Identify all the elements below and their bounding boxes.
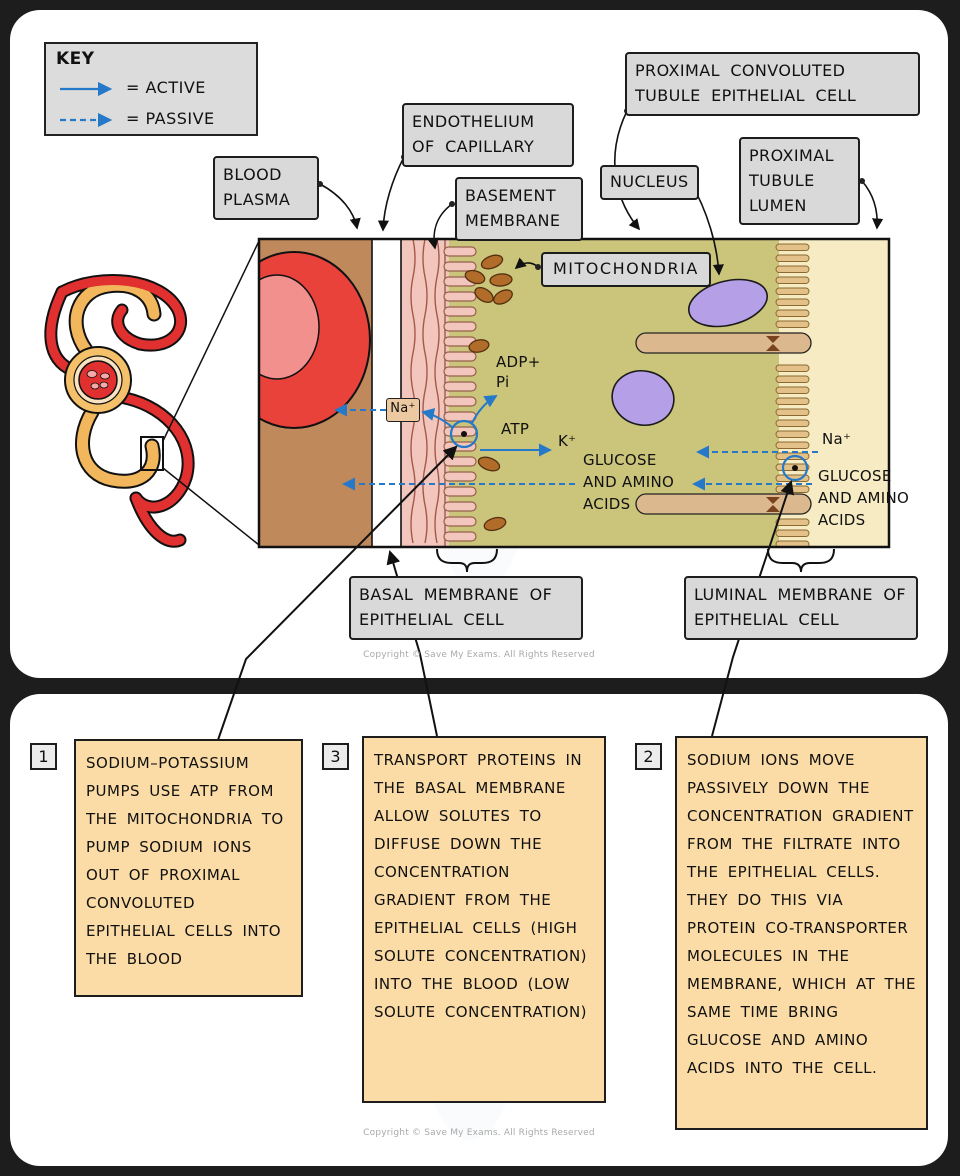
basal-membrane-infoldings	[443, 246, 477, 542]
label-endothelium: ENDOTHELIUM OF CAPILLARY	[402, 103, 574, 167]
step-3-text: TRANSPORT PROTEINS IN THE BASAL MEMBRANE…	[362, 736, 606, 1103]
cell-junction-bands	[635, 332, 812, 515]
red-blood-cell	[259, 251, 371, 429]
label-basal-membrane: BASAL MEMBRANE OF EPITHELIAL CELL	[349, 576, 583, 640]
step-3-number: 3	[322, 743, 349, 770]
capillary-endothelium-band	[372, 239, 401, 547]
sodium-ion-label-right: Na⁺	[822, 430, 852, 448]
key-legend: KEY = ACTIVE = PASSIVE	[44, 42, 258, 136]
bowmans-capsule	[64, 346, 132, 414]
basement-membrane-layers	[410, 239, 446, 547]
step-1-number: 1	[30, 743, 57, 770]
active-transport-arrows	[421, 394, 552, 457]
active-arrow-adp	[471, 394, 498, 424]
sodium-ion-label-left: Na⁺	[386, 398, 420, 422]
label-basement-membrane: BASEMENT MEMBRANE	[455, 177, 583, 241]
nephron-vessels	[46, 276, 193, 546]
passive-arrow-icon	[60, 113, 113, 127]
copyright-bottom: Copyright © Save My Exams. All Rights Re…	[363, 1128, 595, 1138]
label-nucleus: NUCLEUS	[600, 165, 699, 200]
label-luminal-membrane: LUMINAL MEMBRANE OF EPITHELIAL CELL	[684, 576, 918, 640]
step1-pointer	[217, 445, 458, 741]
membrane-braces	[436, 548, 835, 573]
active-arrow-na-out	[421, 408, 453, 428]
nephron-tubule	[70, 279, 160, 487]
key-title: KEY	[56, 49, 95, 69]
connector-lumen	[861, 180, 884, 230]
passive-transport-arrows	[334, 403, 818, 491]
sodium-potassium-pump-icon	[449, 419, 479, 449]
glucose-amino-label-left: GLUCOSE AND AMINO ACIDS	[583, 451, 675, 513]
label-pct-epithelial-cell: PROXIMAL CONVOLUTED TUBULE EPITHELIAL CE…	[625, 52, 920, 116]
step2-pointer	[711, 480, 794, 737]
nucleus-blobs	[611, 278, 768, 426]
step-2-number: 2	[635, 743, 662, 770]
connector-endothelium	[377, 156, 405, 232]
potassium-ion-label: K⁺	[558, 432, 577, 450]
step-1-text: SODIUM–POTASSIUM PUMPS USE ATP FROM THE …	[74, 739, 303, 997]
glucose-amino-label-right: GLUCOSE AND AMINO ACIDS	[818, 467, 910, 529]
label-blood-plasma: BLOOD PLASMA	[213, 156, 319, 220]
active-arrow-icon	[60, 82, 113, 96]
copyright-top: Copyright © Save My Exams. All Rights Re…	[363, 650, 595, 660]
zoom-region-box	[140, 436, 164, 471]
glomerulus	[78, 360, 118, 400]
key-active-label: = ACTIVE	[126, 78, 206, 97]
key-passive-label: = PASSIVE	[126, 109, 215, 128]
mitochondria-cluster	[464, 254, 513, 532]
nephron-illustration	[44, 274, 195, 548]
atp-label: ATP	[501, 420, 530, 438]
connector-blood-plasma	[319, 183, 361, 230]
cross-section	[257, 237, 891, 549]
brace-basal-membrane	[436, 548, 498, 573]
adp-pi-label: ADP+ Pi	[496, 353, 541, 392]
zoom-lines	[140, 240, 260, 546]
brace-luminal-membrane	[767, 548, 835, 573]
co-transporter-icon	[781, 454, 809, 482]
connector-basement	[427, 203, 453, 250]
step-2-text: SODIUM IONS MOVE PASSIVELY DOWN THE CONC…	[675, 736, 928, 1130]
label-mitochondria: MITOCHONDRIA	[541, 252, 711, 287]
label-proximal-tubule-lumen: PROXIMAL TUBULE LUMEN	[739, 137, 860, 226]
label-connector-arrows	[319, 110, 884, 276]
